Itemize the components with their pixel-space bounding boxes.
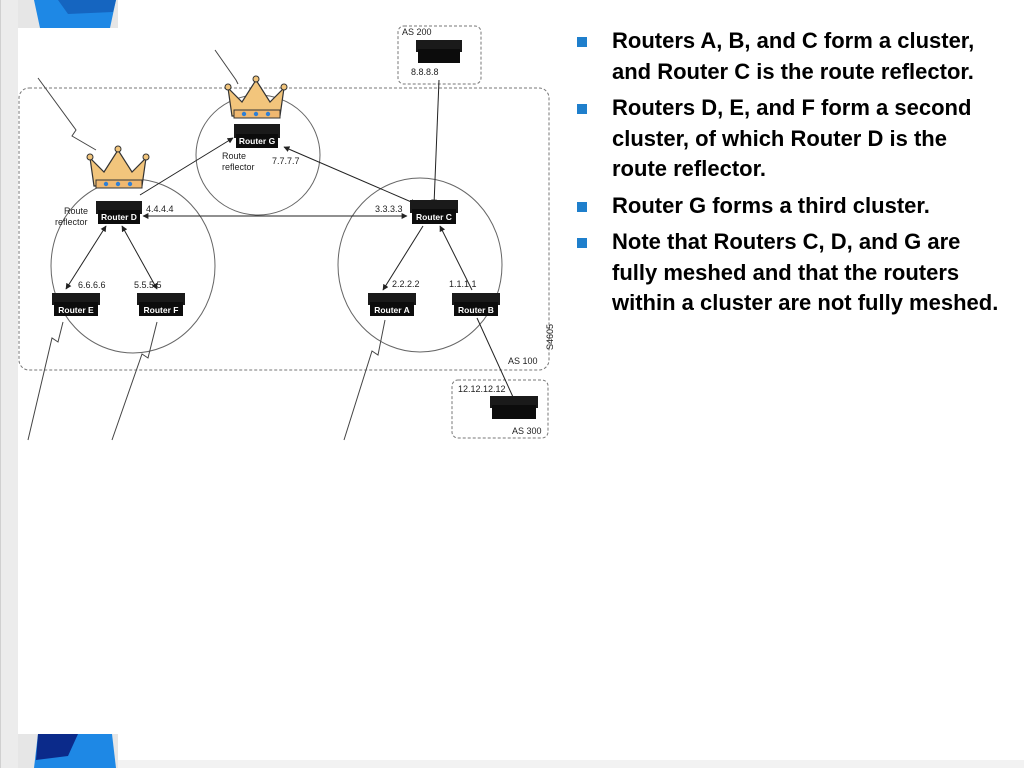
- bullet-list: Routers A, B, and C form a cluster, and …: [574, 26, 1004, 325]
- link-b-as300: [476, 317, 514, 398]
- router-as200: [416, 40, 462, 63]
- link-c-a: [382, 225, 424, 291]
- crown-icon: [224, 75, 288, 119]
- as300-boundary: [451, 379, 549, 439]
- link-g-c: [283, 146, 417, 205]
- frame-bottom-strip: [118, 760, 1024, 768]
- network-diagram: Router G Router D Router C Router E Rout…: [18, 25, 555, 441]
- connections: [65, 79, 514, 398]
- label-as300-ip: 12.12.12.12: [458, 384, 506, 394]
- link-d-g: [139, 137, 234, 196]
- bullet-text: Routers A, B, and C form a cluster, and …: [612, 28, 975, 84]
- svg-text:Router C: Router C: [416, 212, 452, 222]
- label-as200-ip: 8.8.8.8: [411, 67, 439, 77]
- svg-text:Router D: Router D: [101, 212, 137, 222]
- frame-left-band: [0, 0, 18, 768]
- crown-icon: [86, 145, 150, 189]
- label-as100: AS 100: [508, 356, 538, 366]
- router-f: Router F: [137, 293, 185, 316]
- figure-id: S4605: [545, 324, 555, 350]
- label-router-c-ip: 3.3.3.3: [375, 204, 403, 214]
- router-as300: [490, 396, 538, 419]
- label-as300: AS 300: [512, 426, 542, 436]
- svg-text:Router A: Router A: [374, 305, 410, 315]
- label-router-d-ip: 4.4.4.4: [146, 204, 174, 214]
- svg-text:Router E: Router E: [58, 305, 94, 315]
- link-d-e: [65, 225, 107, 290]
- svg-text:Router G: Router G: [239, 136, 276, 146]
- router-g: Router G: [234, 124, 280, 148]
- router-e: Router E: [52, 293, 100, 316]
- frame-top-corner: [18, 0, 118, 28]
- bullet-marker: [577, 201, 587, 212]
- label-rr-d-2: reflector: [55, 217, 88, 227]
- label-router-g-ip: 7.7.7.7: [272, 156, 300, 166]
- link-d-f: [121, 225, 158, 290]
- label-as200: AS 200: [402, 27, 432, 37]
- label-router-f-ip: 5.5.5.5: [134, 280, 162, 290]
- external-lines: [27, 49, 386, 441]
- as100-boundary: [18, 87, 550, 371]
- cluster-c-circle: [337, 177, 503, 353]
- bullet-marker: [577, 104, 587, 114]
- label-router-b-ip: 1.1.1.1: [449, 279, 477, 289]
- router-a: Router A: [368, 293, 416, 316]
- label-router-a-ip: 2.2.2.2: [392, 279, 420, 289]
- svg-text:Router B: Router B: [458, 305, 494, 315]
- page-edge: [0, 0, 1, 768]
- link-as200-c: [431, 79, 440, 206]
- bullet-item: Router G forms a third cluster.: [574, 191, 1004, 222]
- bullet-item: Note that Routers C, D, and G are fully …: [574, 227, 1004, 319]
- bullet-marker: [577, 238, 587, 248]
- bullet-marker: [577, 37, 587, 47]
- bullet-text: Router G forms a third cluster.: [612, 192, 930, 218]
- label-rr-d-1: Route: [64, 206, 88, 216]
- bullet-text: Note that Routers C, D, and G are fully …: [612, 229, 999, 315]
- bullet-item: Routers D, E, and F form a second cluste…: [574, 93, 1004, 185]
- bullet-text: Routers D, E, and F form a second cluste…: [612, 95, 972, 181]
- bullet-item: Routers A, B, and C form a cluster, and …: [574, 26, 1004, 87]
- as200-boundary: [397, 25, 482, 85]
- router-c: Router C: [410, 200, 458, 224]
- link-c-b: [439, 225, 473, 291]
- router-d: Router D: [96, 201, 142, 224]
- label-rr-g-2: reflector: [222, 162, 255, 172]
- router-b: Router B: [452, 293, 500, 316]
- label-rr-g-1: Route: [222, 151, 246, 161]
- label-router-e-ip: 6.6.6.6: [78, 280, 106, 290]
- svg-text:Router F: Router F: [144, 305, 179, 315]
- frame-bottom-corner: [18, 734, 118, 768]
